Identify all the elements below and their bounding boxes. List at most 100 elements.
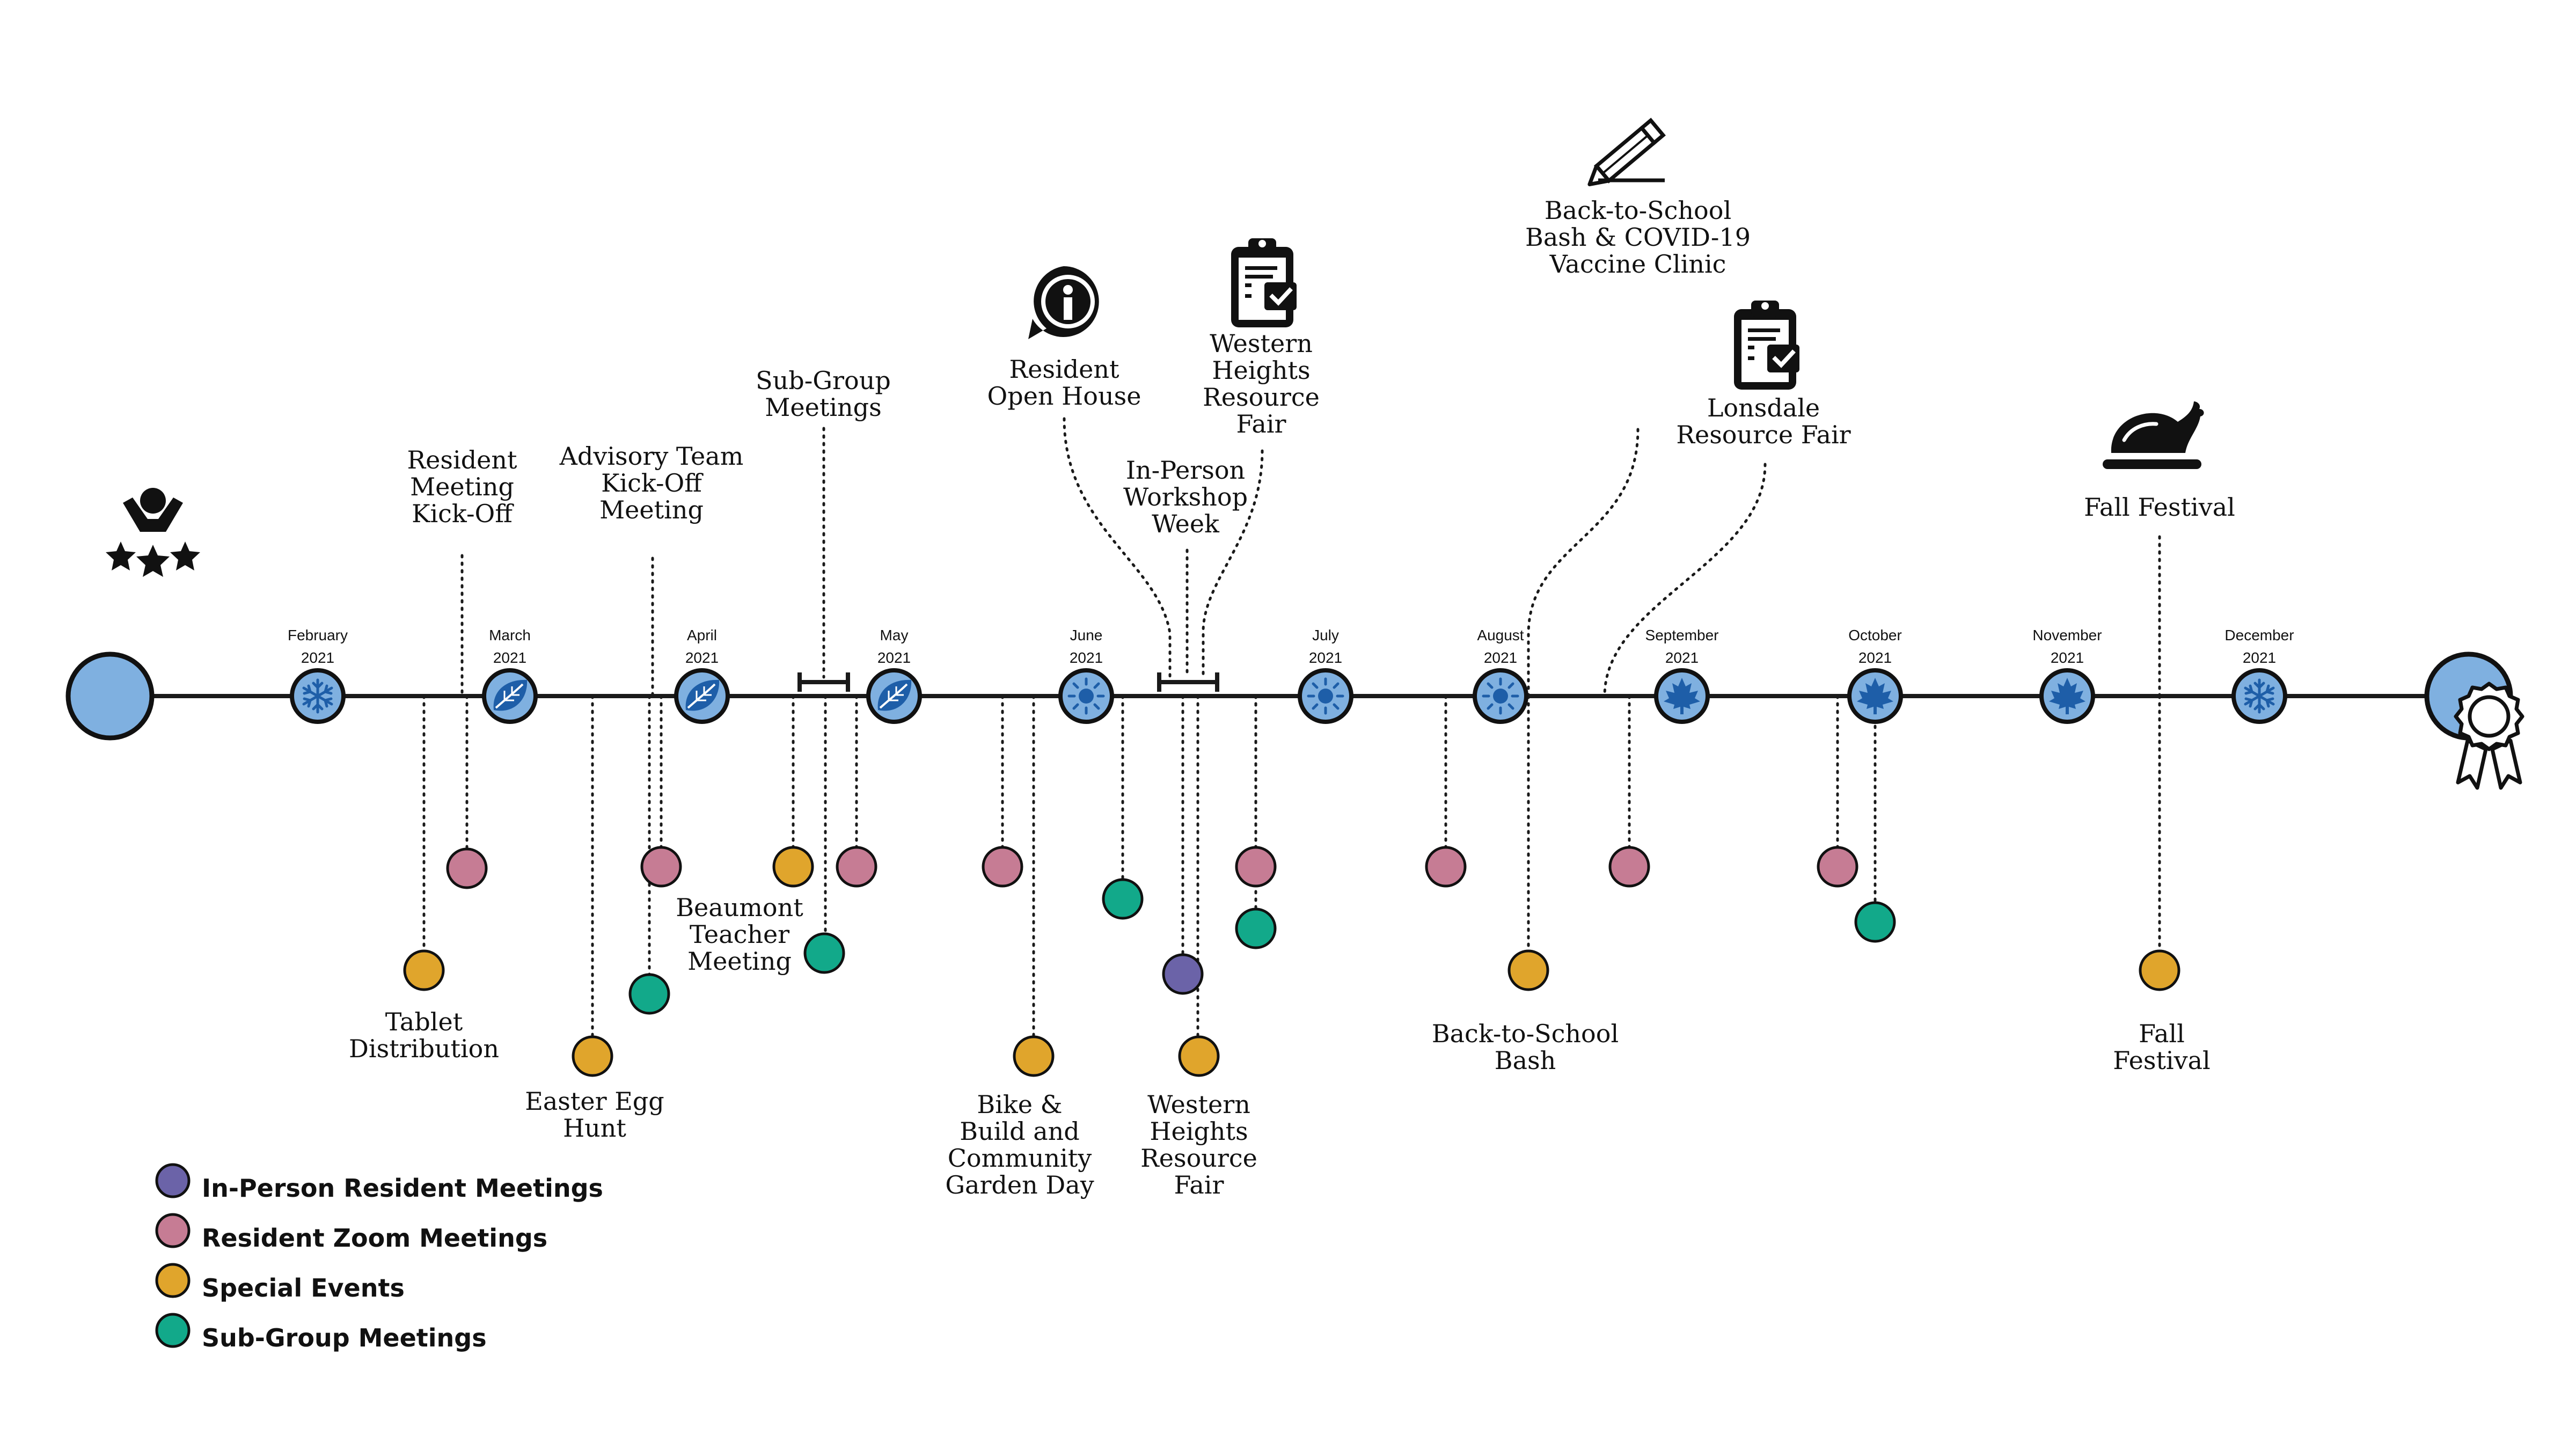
label-line: Fair <box>1236 409 1286 438</box>
month-name: October <box>1848 627 1902 643</box>
legend-label: Special Events <box>202 1274 405 1302</box>
legend-swatch <box>155 1213 191 1248</box>
label-line: Resource <box>1203 383 1320 412</box>
label-line: Garden Day <box>945 1170 1094 1199</box>
summer-sun-icon <box>1308 679 1343 713</box>
label-line: Easter Egg <box>525 1087 664 1116</box>
special-event-dot <box>1178 1035 1220 1077</box>
special-event-dot <box>572 1035 613 1077</box>
label-line: Hunt <box>563 1114 626 1143</box>
legend-item-in_person: In-Person Resident Meetings <box>155 1163 603 1203</box>
month-name: August <box>1477 627 1524 643</box>
zoom-meeting-dot <box>982 846 1023 888</box>
label-line: Teacher <box>690 920 789 949</box>
sub-group-meeting-dot <box>803 932 845 974</box>
legend-swatch <box>155 1263 191 1298</box>
connector-lines <box>422 417 2161 1058</box>
label-line: Workshop <box>1123 482 1248 511</box>
label-line: In-Person <box>1126 456 1245 485</box>
month-marker-feb: February 2021 <box>288 627 348 724</box>
month-marker-oct: October 2021 <box>1847 627 1903 724</box>
label-line: Meeting <box>410 472 514 501</box>
special-event-dot <box>2139 949 2180 991</box>
label-line: Meeting <box>687 947 792 976</box>
label-line: Bash <box>1495 1046 1556 1075</box>
sub-group-meeting-dot <box>1102 878 1144 920</box>
event-dots <box>403 846 2180 1077</box>
label-line: Back-to-School <box>1545 196 1731 225</box>
label-line: Distribution <box>349 1034 499 1063</box>
special-event-dot <box>1507 949 1549 991</box>
connector-line <box>1202 449 1264 679</box>
label-line: Advisory Team <box>559 442 744 471</box>
special-event-dot <box>1013 1035 1055 1077</box>
month-year: 2021 <box>1858 649 1892 666</box>
label-line: Fall <box>2139 1019 2185 1048</box>
zoom-meeting-dot <box>446 847 488 889</box>
info-chat-icon <box>1028 266 1099 339</box>
connector-line <box>1603 463 1767 698</box>
legend-item-special: Special Events <box>155 1263 405 1302</box>
label-line: Tablet <box>385 1007 463 1036</box>
label-line: Resource <box>1140 1144 1257 1173</box>
month-year: 2021 <box>685 649 719 666</box>
legend-swatch <box>155 1313 191 1348</box>
month-year: 2021 <box>301 649 334 666</box>
label-line: Fair <box>1174 1170 1224 1199</box>
summer-sun-icon <box>1483 679 1518 713</box>
label-line: Week <box>1152 509 1220 538</box>
zoom-meeting-dot <box>1235 846 1277 888</box>
label-line: Meeting <box>599 495 704 524</box>
month-marker-jun: June 2021 <box>1058 627 1114 724</box>
label-line: Meetings <box>765 393 881 422</box>
legend-label: Sub-Group Meetings <box>202 1323 487 1352</box>
legend-label: In-Person Resident Meetings <box>202 1174 603 1203</box>
label-line: Bash & COVID-19 <box>1525 223 1751 252</box>
month-name: July <box>1312 627 1339 643</box>
label-line: Open House <box>987 382 1141 411</box>
label-line: Kick-Off <box>412 499 514 528</box>
label-line: Western <box>1147 1090 1250 1119</box>
zoom-meeting-dot <box>1817 846 1858 888</box>
month-name: February <box>288 627 348 643</box>
special-event-dot <box>772 846 814 888</box>
label-line: Bike & <box>977 1090 1062 1119</box>
month-year: 2021 <box>877 649 911 666</box>
month-name: June <box>1070 627 1103 643</box>
special-event-dot <box>403 949 445 991</box>
month-markers: February2021March2021April2021May2021Jun… <box>288 627 2294 724</box>
legend-swatch <box>155 1163 191 1198</box>
in-person-meeting-dot <box>1162 953 1204 995</box>
month-year: 2021 <box>2051 649 2084 666</box>
zoom-meeting-dot <box>1425 846 1467 888</box>
legend-item-zoom: Resident Zoom Meetings <box>155 1213 547 1253</box>
timeline-start-node <box>65 652 155 741</box>
label-line: Back-to-School <box>1432 1019 1619 1048</box>
month-name: March <box>489 627 531 643</box>
month-year: 2021 <box>2243 649 2276 666</box>
legend-label: Resident Zoom Meetings <box>202 1224 547 1253</box>
month-year: 2021 <box>1484 649 1517 666</box>
month-name: April <box>687 627 717 643</box>
month-year: 2021 <box>1070 649 1103 666</box>
month-marker-aug: August 2021 <box>1473 627 1528 724</box>
sub-group-range-bracket <box>797 672 850 692</box>
